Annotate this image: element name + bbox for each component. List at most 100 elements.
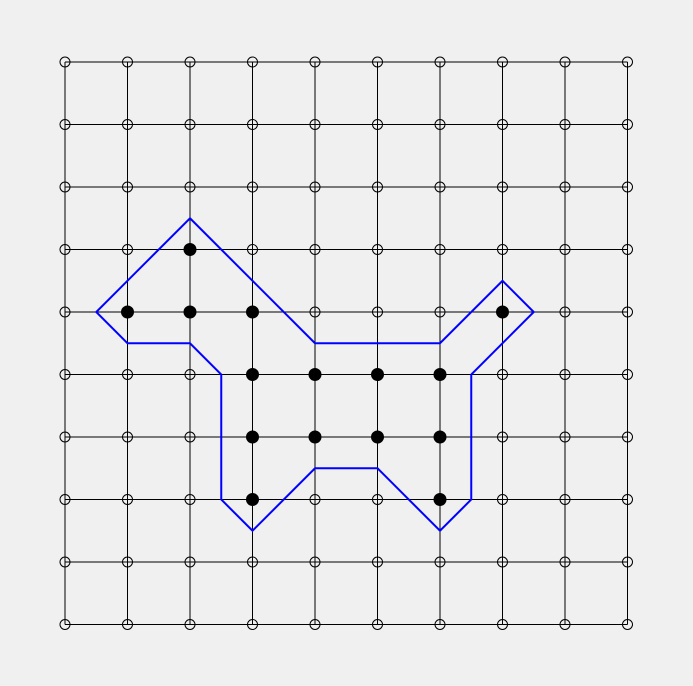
filled-lattice-point [121,305,134,319]
grid-vertex-marker [309,56,321,68]
filled-lattice-point [496,305,509,319]
grid-vertex-marker [122,494,133,505]
grid-vertex-marker [622,56,633,68]
grid-vertex-marker [434,56,446,68]
grid-vertex-marker [247,56,258,68]
grid-vertex-marker [184,369,196,380]
grid-vertex-marker [372,619,383,630]
grid-vertex-marker [309,306,321,318]
grid-vertex-marker [372,244,383,255]
grid-vertex-marker [59,619,71,630]
grid-vertex-marker [184,56,196,68]
grid-vertex-marker [247,244,258,255]
grid-vertex-marker [559,119,571,130]
grid-vertex-marker [559,181,571,193]
grid-vertex-marker [122,619,133,630]
grid-vertex-marker [59,244,71,255]
grid-vertex-marker [622,306,633,318]
grid-vertex-marker [434,306,446,318]
grid-vertex-marker [497,494,508,505]
grid-vertex-marker [622,181,633,193]
grid-vertex-marker [122,431,133,443]
grid-vertex-marker [59,119,71,130]
filled-lattice-point [433,493,447,506]
grid-vertex-marker [559,556,571,568]
grid-vertex-marker [434,619,446,630]
grid-vertex-marker [247,619,258,630]
grid-vertex-marker [59,369,71,380]
filled-lattice-point [433,368,447,381]
grid-vertex-marker [184,431,196,443]
filled-points-layer [121,243,509,506]
filled-lattice-point [433,430,447,444]
polygon-outline-layer [94,216,536,533]
filled-lattice-point [183,243,197,256]
grid-vertex-marker [184,619,196,630]
grid-vertex-marker [434,556,446,568]
grid-vertex-marker [122,119,133,130]
grid-vertex-marker [309,556,321,568]
grid-vertex-marker [559,494,571,505]
grid-vertex-marker [497,431,508,443]
grid-vertex-marker [622,619,633,630]
grid-vertex-marker [372,556,383,568]
filled-lattice-point [308,368,322,381]
grid-vertex-marker [497,56,508,68]
grid-vertex-marker [372,119,383,130]
filled-lattice-point [371,368,384,381]
polygon-outline [94,216,536,533]
grid-vertex-marker [622,431,633,443]
grid-vertex-marker [247,181,258,193]
grid-vertex-marker [122,181,133,193]
grid-vertex-marker [622,244,633,255]
grid-vertex-marker [622,119,633,130]
grid-vertex-marker [497,181,508,193]
grid-vertex-marker [59,494,71,505]
filled-lattice-point [183,305,197,319]
grid-vertex-marker [122,56,133,68]
grid-vertex-marker [59,181,71,193]
grid-vertex-marker [622,369,633,380]
grid-vertex-marker [309,494,321,505]
grid-vertex-marker [372,494,383,505]
grid-vertex-marker [122,244,133,255]
grid-vertex-marker [497,369,508,380]
grid-vertex-marker [184,119,196,130]
grid-vertex-marker [309,119,321,130]
grid-vertex-marker [497,119,508,130]
grid-vertex-marker [434,181,446,193]
grid-vertex-marker [559,306,571,318]
grid-vertex-marker [559,56,571,68]
grid-vertex-marker [59,556,71,568]
grid-vertex-marker [559,619,571,630]
grid-vertex-marker [122,556,133,568]
filled-lattice-point [246,430,259,444]
grid-vertex-marker [434,244,446,255]
grid-vertex-marker [622,556,633,568]
grid-vertex-marker [59,56,71,68]
filled-lattice-point [308,430,322,444]
grid-vertex-marker [497,244,508,255]
grid-vertex-marker [497,619,508,630]
grid-vertex-marker [309,619,321,630]
grid-vertex-marker [497,556,508,568]
grid-vertex-marker [622,494,633,505]
grid-vertex-marker [122,369,133,380]
filled-lattice-point [371,430,384,444]
grid-vertex-marker [434,119,446,130]
grid-vertex-marker [559,244,571,255]
grid-vertex-marker [559,369,571,380]
grid-vertex-marker [372,306,383,318]
filled-lattice-point [246,305,259,319]
grid-vertex-marker [184,181,196,193]
grid-vertices [59,56,633,630]
grid-vertex-marker [372,181,383,193]
grid-vertex-marker [184,494,196,505]
grid-vertex-marker [247,119,258,130]
filled-lattice-point [246,493,259,506]
grid-vertex-marker [309,181,321,193]
grid-vertex-marker [59,431,71,443]
grid-vertex-marker [309,244,321,255]
